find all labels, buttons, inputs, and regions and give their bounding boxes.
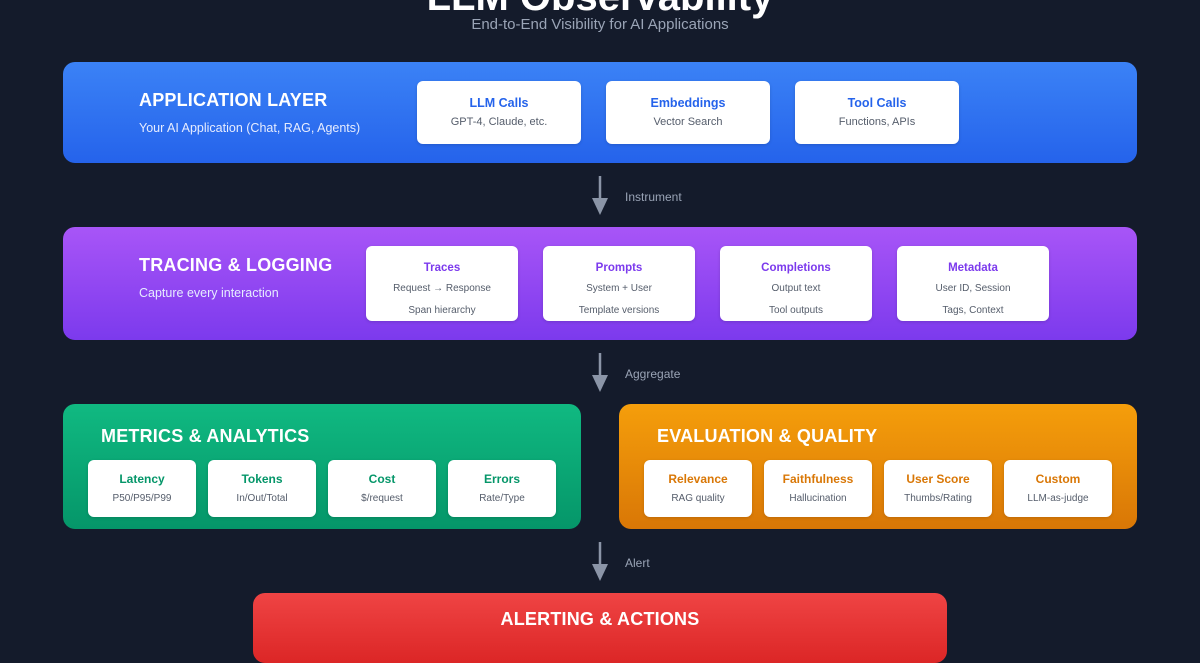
tracing-layer-description: Capture every interaction <box>139 286 279 300</box>
card-subtitle: Functions, APIs <box>838 116 916 128</box>
application-layer-title: APPLICATION LAYER <box>139 90 328 110</box>
card-subtitle: Vector Search <box>653 116 723 128</box>
alerting-layer: ALERTING & ACTIONS <box>253 593 947 663</box>
card-subtitle: GPT-4, Claude, etc. <box>450 116 548 128</box>
instrument-label: Instrument <box>625 190 682 204</box>
card-title: Relevance <box>668 472 728 486</box>
card-title: Embeddings <box>650 96 726 110</box>
card-line-2: Tool outputs <box>769 305 823 316</box>
cost-card: Cost $/request <box>328 460 436 517</box>
card-title: Latency <box>119 472 165 486</box>
card-subtitle: $/request <box>361 493 403 504</box>
card-line-1: Output text <box>771 283 821 294</box>
card-title: Errors <box>483 472 521 486</box>
faithfulness-card: Faithfulness Hallucination <box>764 460 872 517</box>
card-title: Prompts <box>595 262 643 274</box>
aggregate-label: Aggregate <box>625 367 681 381</box>
page-subtitle: End-to-End Visibility for AI Application… <box>471 16 729 33</box>
card-line-1: User ID, Session <box>935 283 1011 294</box>
arrow-down-icon <box>592 542 608 581</box>
tokens-card: Tokens In/Out/Total <box>208 460 316 517</box>
card-title: User Score <box>906 472 970 486</box>
application-layer: APPLICATION LAYER Your AI Application (C… <box>63 62 1137 163</box>
prompts-card: Prompts System + User Template versions <box>543 246 695 321</box>
card-line-2: Span hierarchy <box>408 305 476 316</box>
evaluation-layer-title: EVALUATION & QUALITY <box>657 426 878 446</box>
arrow-down-icon <box>592 176 608 215</box>
tool-calls-card: Tool Calls Functions, APIs <box>795 81 959 144</box>
card-title: Cost <box>368 472 396 486</box>
embeddings-card: Embeddings Vector Search <box>606 81 770 144</box>
card-line-2: Template versions <box>578 305 660 316</box>
card-subtitle: Thumbs/Rating <box>904 493 972 504</box>
traces-card: Traces Request → Response Span hierarchy <box>366 246 518 321</box>
card-title: Metadata <box>948 262 998 274</box>
metrics-layer-title: METRICS & ANALYTICS <box>101 426 310 446</box>
completions-card: Completions Output text Tool outputs <box>720 246 872 321</box>
card-title: Completions <box>761 262 831 274</box>
metrics-layer: METRICS & ANALYTICS Latency P50/P95/P99 … <box>63 404 581 529</box>
tracing-layer-title: TRACING & LOGGING <box>139 255 333 275</box>
page-title: LLM Observability <box>0 0 1200 20</box>
tracing-layer: TRACING & LOGGING Capture every interact… <box>63 227 1137 340</box>
card-subtitle: Rate/Type <box>479 493 525 504</box>
card-subtitle: P50/P95/P99 <box>112 493 172 504</box>
card-title: Traces <box>423 262 461 274</box>
card-title: LLM Calls <box>469 96 529 110</box>
custom-card: Custom LLM-as-judge <box>1004 460 1112 517</box>
relevance-card: Relevance RAG quality <box>644 460 752 517</box>
metadata-card: Metadata User ID, Session Tags, Context <box>897 246 1049 321</box>
card-line-2: Tags, Context <box>942 305 1004 316</box>
card-subtitle: In/Out/Total <box>236 493 288 504</box>
card-subtitle: RAG quality <box>671 493 725 504</box>
card-title: Tokens <box>241 472 283 486</box>
card-line-1: Request → Response <box>393 283 491 294</box>
application-layer-description: Your AI Application (Chat, RAG, Agents) <box>139 121 361 135</box>
card-title: Custom <box>1035 472 1081 486</box>
errors-card: Errors Rate/Type <box>448 460 556 517</box>
card-line-1: System + User <box>586 283 652 294</box>
user-score-card: User Score Thumbs/Rating <box>884 460 992 517</box>
evaluation-layer: EVALUATION & QUALITY Relevance RAG quali… <box>619 404 1137 529</box>
card-title: Tool Calls <box>847 96 907 110</box>
latency-card: Latency P50/P95/P99 <box>88 460 196 517</box>
alerting-layer-title: ALERTING & ACTIONS <box>500 609 700 629</box>
card-title: Faithfulness <box>782 472 854 486</box>
llm-calls-card: LLM Calls GPT-4, Claude, etc. <box>417 81 581 144</box>
card-subtitle: LLM-as-judge <box>1027 493 1089 504</box>
alert-label: Alert <box>625 556 650 570</box>
card-subtitle: Hallucination <box>789 493 847 504</box>
arrow-down-icon <box>592 353 608 392</box>
